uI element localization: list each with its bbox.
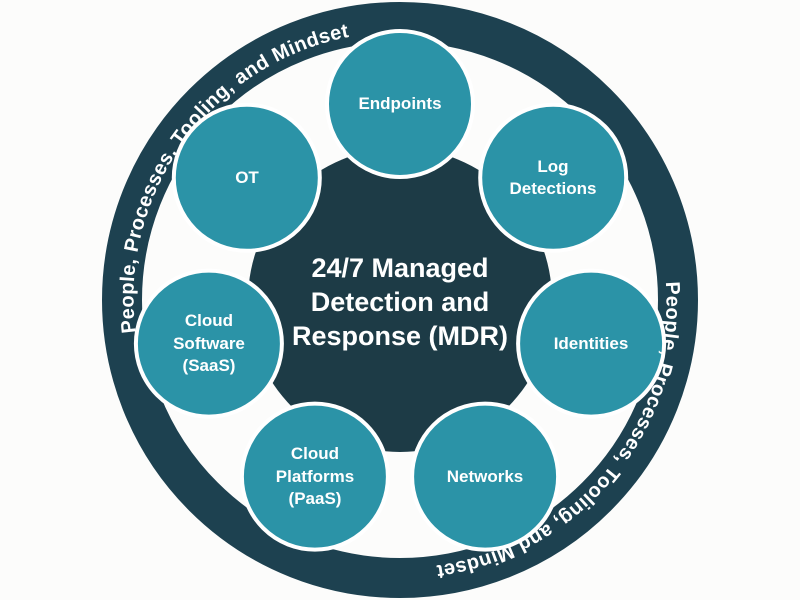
node-circle-networks	[410, 401, 561, 552]
node-circle-identities	[516, 268, 667, 419]
outer-ring-circle	[102, 2, 698, 598]
node-circle-cloud-platforms-paas	[239, 401, 390, 552]
node-circle-log-detections	[478, 102, 629, 253]
node-circle-endpoints	[325, 29, 475, 179]
node-circle-cloud-software-saas	[133, 268, 284, 419]
node-circle-ot	[171, 102, 322, 253]
center-blob	[248, 148, 552, 452]
